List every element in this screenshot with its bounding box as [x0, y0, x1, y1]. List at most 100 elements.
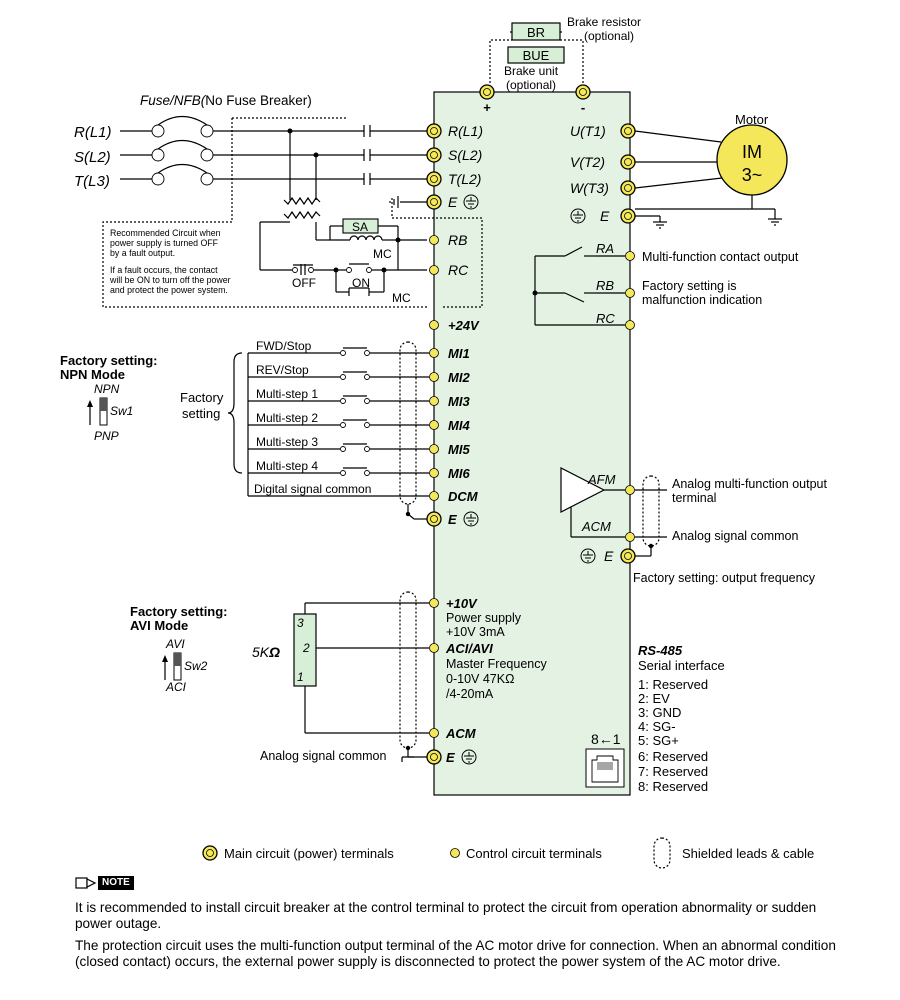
rs485-title: RS-485 — [638, 643, 683, 658]
recommended-note-4: If a fault occurs, the contact — [110, 265, 218, 275]
earth-icon — [463, 511, 479, 527]
drive-main-terminals-left: R(L1) S(L2) T(L2) E RB RC — [426, 123, 483, 278]
avi-title-1: Factory setting: — [130, 604, 228, 619]
label-mi1: MI1 — [448, 346, 470, 361]
legend-shield: Shielded leads & cable — [682, 846, 814, 861]
input-ms1: Multi-step 1 — [256, 387, 318, 401]
legend-control: Control circuit terminals — [466, 846, 602, 861]
npn-title-1: Factory setting: — [60, 353, 158, 368]
earth-icon — [461, 749, 477, 765]
earth-icon — [463, 194, 479, 210]
npn-title-2: NPN Mode — [60, 367, 125, 382]
sw2-label: Sw2 — [184, 659, 208, 673]
bue-caption: Brake unit — [504, 64, 559, 78]
label-e-dig: E — [448, 512, 457, 527]
input-t: T(L3) — [74, 173, 110, 190]
afm-desc-2: terminal — [672, 491, 716, 505]
label-ra: RA — [596, 241, 614, 256]
input-r: R(L1) — [74, 124, 112, 141]
bue-optional: (optional) — [506, 78, 556, 92]
pencil-icon — [75, 877, 97, 889]
legend-main: Main circuit (power) terminals — [224, 846, 394, 861]
rs485-port: 8←1 — [591, 731, 621, 747]
sw1-label: Sw1 — [110, 404, 133, 418]
note-paragraph-2: The protection circuit uses the multi-fu… — [75, 938, 836, 969]
label-mi6: MI6 — [448, 466, 470, 481]
terminal-rc-out — [625, 320, 635, 330]
npn-label: NPN — [94, 382, 120, 396]
pot-pin2: 2 — [302, 641, 310, 655]
label-rc-out: RC — [596, 311, 615, 326]
rs485-pin-2: 2: EV — [638, 691, 670, 706]
rs485-pin-3: 3: GND — [638, 705, 681, 720]
recommended-note-2: power supply is turned OFF — [110, 238, 219, 248]
rb-desc-2: malfunction indication — [642, 293, 762, 307]
rs485-section: 8←1 RS-485 Serial interface 1: Reserved … — [585, 643, 725, 794]
mc2-label: MC — [392, 291, 411, 305]
rs485-pin-1: 1: Reserved — [638, 677, 708, 692]
recommended-note-6: and protect the power system. — [110, 285, 228, 295]
off-label: OFF — [292, 276, 316, 290]
on-label: ON — [352, 276, 370, 290]
motor-im: IM — [742, 142, 762, 162]
analog-input: 3 2 1 5KΩ +10V Power supply +10V 3mA ACI… — [252, 591, 547, 765]
rs485-pin-6: 6: Reserved — [638, 749, 708, 764]
terminal-rc — [429, 265, 439, 275]
relay-section: RA RB RC Multi-function contact output F… — [532, 241, 799, 330]
label-24v: +24V — [448, 318, 480, 333]
acm-desc: Analog signal common — [672, 529, 799, 543]
label-e-top: E — [448, 194, 458, 210]
mf-line-2: 0-10V 47KΩ — [446, 672, 514, 686]
npn-setting: Factory setting: NPN Mode NPN Sw1 PNP — [60, 353, 158, 443]
ps-line-2: +10V 3mA — [446, 625, 505, 639]
label-rb-out: RB — [596, 278, 614, 293]
note-section: NOTE It is recommended to install circui… — [75, 876, 855, 976]
terminal-rb-out — [625, 288, 635, 298]
mf-line-1: Master Frequency — [446, 657, 547, 671]
pot-value: 5KΩ — [252, 644, 280, 660]
fuse-label: Fuse/NFB(No Fuse Breaker) — [140, 93, 312, 108]
label-afm: AFM — [587, 472, 616, 487]
rs485-pin-8: 8: Reserved — [638, 779, 708, 794]
digital-inputs: +24V MI1 MI2 MI3 MI4 MI5 MI6 DCM E — [180, 318, 480, 527]
pot-pin1: 1 — [297, 670, 304, 684]
power-input: Fuse/NFB(No Fuse Breaker) R(L1) S(L2) T(… — [74, 93, 427, 190]
avi-label: AVI — [165, 637, 185, 651]
analog-output: AFM ACM E Analog multi-function output t… — [560, 467, 827, 585]
label-mi4: MI4 — [448, 418, 470, 433]
label-t: T(L2) — [448, 171, 481, 187]
label-acm-out: ACM — [581, 519, 611, 534]
terminal-ra — [625, 251, 635, 261]
plus-label: + — [483, 100, 491, 115]
recommended-note-3: by a fault output. — [110, 248, 175, 258]
protection-circuit: Recommended Circuit when power supply is… — [102, 117, 483, 308]
label-rc: RC — [448, 262, 469, 278]
terminal-acm-out — [625, 532, 635, 542]
pnp-label: PNP — [94, 429, 119, 443]
avi-title-2: AVI Mode — [130, 618, 188, 633]
legend: Main circuit (power) terminals Control c… — [202, 837, 814, 869]
terminal-afm — [625, 485, 635, 495]
wiring-diagram: BR BUE Brake resistor (optional) Brake u… — [60, 15, 827, 869]
label-mi3: MI3 — [448, 394, 470, 409]
factory-setting-1: Factory — [180, 390, 224, 405]
earth-icon — [570, 208, 586, 224]
input-ms4: Multi-step 4 — [256, 459, 318, 473]
label-s: S(L2) — [448, 147, 482, 163]
mc-label: MC — [373, 247, 392, 261]
ps-line-1: Power supply — [446, 611, 522, 625]
br-label: BR — [527, 25, 545, 40]
rs485-pin-7: 7: Reserved — [638, 764, 708, 779]
aci-label: ACI — [165, 680, 187, 694]
drive-body — [433, 91, 631, 796]
digital-common: Digital signal common — [254, 482, 371, 496]
terminal-acm-in — [429, 728, 439, 738]
mf-line-3: /4-20mA — [446, 687, 494, 701]
input-fwd: FWD/Stop — [256, 339, 312, 353]
factory-setting-2: setting — [182, 406, 220, 421]
motor-section: U(T1) V(T2) W(T3) E Motor IM 3~ — [570, 112, 788, 229]
amplifier-icon — [560, 467, 606, 513]
motor-title: Motor — [735, 112, 769, 127]
rb-desc-1: Factory setting is — [642, 279, 736, 293]
brake-section: BR BUE Brake resistor (optional) Brake u… — [479, 15, 641, 115]
